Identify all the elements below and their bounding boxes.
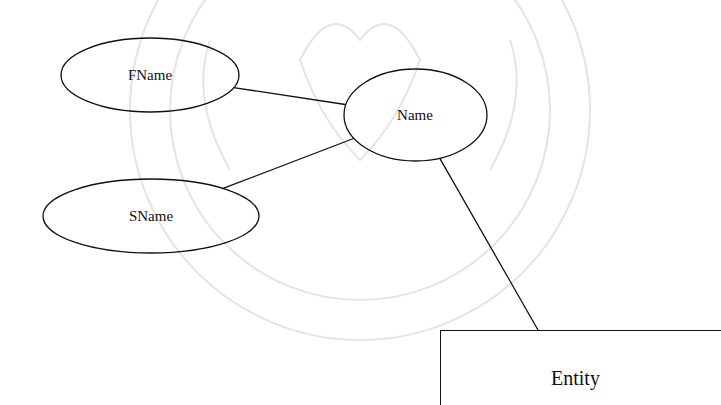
attribute-ellipse: FName	[60, 37, 240, 113]
entity-box: Entity	[440, 330, 721, 405]
composite-attribute-ellipse: Name	[343, 68, 488, 162]
connector-line	[223, 139, 353, 189]
attribute-ellipse: SName	[42, 178, 260, 254]
node-label: FName	[128, 67, 172, 84]
node-label: SName	[129, 208, 173, 225]
node-label: Entity	[551, 367, 600, 390]
connector-line	[440, 158, 538, 330]
node-label: Name	[397, 107, 433, 124]
connector-line	[234, 88, 346, 105]
